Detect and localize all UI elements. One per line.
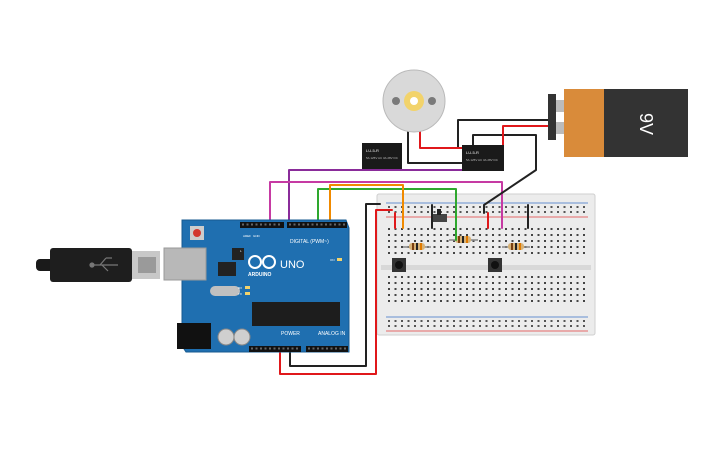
relay-left-pins: 5A 125V AC 3A 28V DC: [366, 156, 399, 160]
gnd-label: GND: [253, 234, 261, 238]
relay-right-pins: 5A 125V AC 3A 28V DC: [466, 158, 499, 162]
wire-orange: [329, 184, 404, 229]
battery-9v[interactable]: 9V: [548, 89, 688, 157]
power-label: POWER: [281, 331, 300, 337]
dc-motor[interactable]: [382, 69, 446, 133]
wire-black-gnd: [289, 203, 381, 367]
wire-magenta: [269, 181, 503, 229]
pushbutton-1[interactable]: [392, 258, 406, 272]
led-on-label: ON: [330, 258, 335, 262]
wire-green: [317, 188, 457, 241]
wire-black-3: [407, 121, 463, 164]
resistor-2[interactable]: [449, 236, 478, 243]
breadboard-top-rail: [388, 206, 585, 327]
wire-black-2: [457, 119, 549, 149]
pushbutton-2[interactable]: [488, 258, 502, 272]
wire-black-1: [472, 134, 537, 214]
slide-switch[interactable]: [433, 209, 447, 222]
arduino-uno[interactable]: DIGITAL (PWM~) AREF UNO ARDUINO ON TX RX…: [163, 219, 350, 353]
usb-icon: [89, 257, 118, 272]
power-analog-header: [251, 347, 346, 350]
relay-right-label: LU-5-R: [466, 150, 479, 155]
usb-cable[interactable]: [36, 248, 160, 282]
brand-label: ARDUINO: [248, 272, 271, 278]
led-tx-label: TX: [238, 292, 242, 296]
breadboard[interactable]: [376, 193, 596, 336]
wire-red-5v: [279, 209, 393, 375]
relay-left-label: LU-5-R: [366, 148, 379, 153]
led-rx-label: RX: [238, 286, 242, 290]
digital-label: DIGITAL (PWM~): [290, 239, 329, 245]
aref-label: AREF: [243, 234, 251, 238]
model-label: UNO: [280, 259, 305, 271]
digital-header: [242, 223, 345, 226]
resistor-1[interactable]: [403, 243, 431, 250]
led-l-label: L: [240, 249, 242, 253]
breadboard-holes: [388, 228, 585, 302]
relay-right[interactable]: LU-5-R 5A 125V AC 3A 28V DC: [462, 145, 504, 171]
battery-label: 9V: [636, 113, 656, 135]
wire-red-1: [502, 125, 549, 149]
arduino-logo-icon: [248, 255, 276, 269]
resistor-3[interactable]: [502, 243, 530, 250]
relay-left[interactable]: LU-5-R 5A 125V AC 3A 28V DC: [362, 143, 402, 169]
analog-label: ANALOG IN: [318, 331, 346, 337]
